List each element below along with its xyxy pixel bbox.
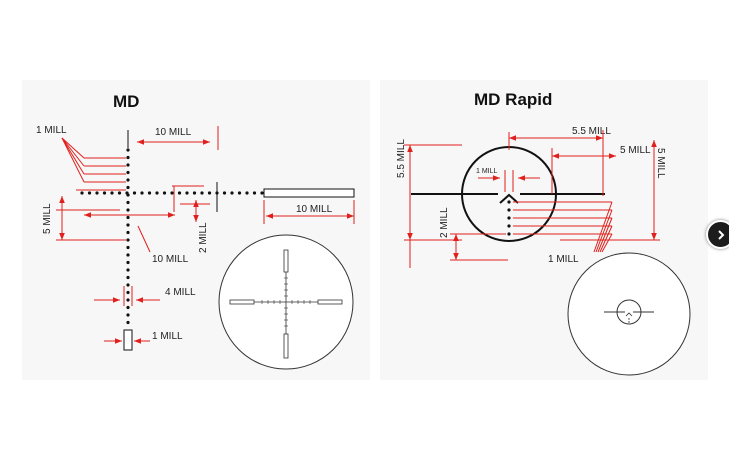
md-label-1-mill-bottom: 1 MILL — [152, 331, 183, 342]
reticle-dot — [126, 260, 130, 265]
reticle-dot — [507, 232, 511, 236]
reticle-dot — [126, 298, 130, 302]
md-label-5-mill: 5 MILL — [42, 203, 53, 234]
reticle-dot — [237, 191, 242, 195]
md-rapid-label-1-mill-bottom: 1 MILL — [548, 254, 579, 265]
md-1-mill-fan — [61, 137, 126, 191]
md-diagram: MD 1 MILL 10 MILL 5 MILL — [36, 92, 355, 370]
reticle-dot — [162, 191, 167, 195]
reticle-dot — [192, 191, 197, 195]
reticle-dot — [126, 200, 130, 205]
md-rapid-label-1-mill-inner: 1 MILL — [476, 168, 498, 175]
reticle-dot — [126, 178, 130, 182]
md-label-2-mill: 2 MILL — [198, 222, 209, 253]
md-rapid-label-2-mill: 2 MILL — [439, 207, 450, 238]
reticle-dot — [126, 155, 130, 160]
reticle-dot — [252, 191, 257, 195]
reticle-dot — [126, 290, 130, 295]
reticle-dot — [126, 313, 130, 317]
reticle-dot — [126, 193, 130, 197]
reticle-dot — [200, 191, 204, 195]
md-rapid-label-5-mill-right: 5 MILL — [655, 148, 666, 179]
md-bottom-post — [123, 329, 133, 351]
md-scope-view — [218, 234, 354, 370]
reticle-dot — [117, 191, 122, 195]
md-vertical-dots — [126, 148, 130, 325]
reticle-dot — [507, 224, 511, 228]
reticle-dot — [126, 215, 130, 220]
md-rapid-diagram: MD Rapid 5.5 MILL 5.5 MILL 5 MILL 5 MILL… — [396, 90, 691, 376]
md-rapid-scope-view — [567, 252, 691, 376]
reticle-dot — [126, 245, 130, 250]
reticle-dot — [126, 320, 130, 325]
reticle-dot — [126, 275, 130, 280]
reticle-dot — [507, 208, 511, 212]
reticle-dot — [126, 148, 130, 152]
reticle-dot — [126, 223, 130, 227]
reticle-dot — [126, 163, 130, 167]
carousel-next-button[interactable] — [706, 220, 729, 249]
reticle-dot — [126, 208, 130, 212]
chevron-right-icon — [717, 229, 724, 240]
reticle-dot — [102, 191, 107, 195]
md-label-1-mill-top: 1 MILL — [36, 125, 67, 136]
md-rapid-label-5-mill-top: 5 MILL — [620, 145, 651, 156]
reticle-dot — [126, 268, 130, 272]
reticle-dot — [126, 305, 130, 310]
reticle-dot — [140, 191, 144, 195]
reticle-dot — [126, 283, 130, 287]
reticle-dot — [185, 191, 189, 195]
reticle-dot — [507, 216, 511, 220]
md-rapid-chevron — [499, 193, 519, 204]
md-label-10-mill-bottom: 10 MILL — [296, 204, 333, 215]
md-rapid-vertical-dots — [507, 200, 511, 236]
reticle-dot — [95, 191, 99, 195]
reticle-dot — [260, 191, 264, 195]
reticle-dot — [126, 253, 130, 257]
md-rapid-label-5-5-mill-left: 5.5 MILL — [396, 139, 407, 178]
md-label-10-mill-bar: 10 MILL — [152, 254, 189, 265]
reticle-dot — [170, 191, 174, 195]
reticle-dot — [126, 230, 130, 235]
reticle-dot — [207, 191, 212, 195]
md-rapid-label-5-5-mill-top: 5.5 MILL — [572, 126, 611, 137]
reticle-dot — [177, 191, 182, 195]
reticle-dot — [87, 191, 92, 195]
reticle-dot — [126, 170, 130, 175]
md-rapid-1-mill-fan — [513, 201, 613, 253]
md-label-4-mill: 4 MILL — [165, 287, 196, 298]
reticle-dot — [230, 191, 234, 195]
md-label-10-mill-top: 10 MILL — [155, 127, 192, 138]
reticle-dot — [126, 185, 130, 190]
md-rapid-title: MD Rapid — [474, 90, 552, 109]
reticle-dot — [132, 191, 137, 195]
reticle-dot — [147, 191, 152, 195]
md-right-post — [263, 188, 355, 198]
reticle-dot — [155, 191, 159, 195]
reticle-dot — [80, 191, 84, 195]
md-title: MD — [113, 92, 139, 111]
reticle-dot — [245, 191, 249, 195]
reticle-dot — [110, 191, 114, 195]
reticle-dot — [222, 191, 227, 195]
reticle-dot — [126, 238, 130, 242]
reticle-dot — [507, 200, 511, 204]
